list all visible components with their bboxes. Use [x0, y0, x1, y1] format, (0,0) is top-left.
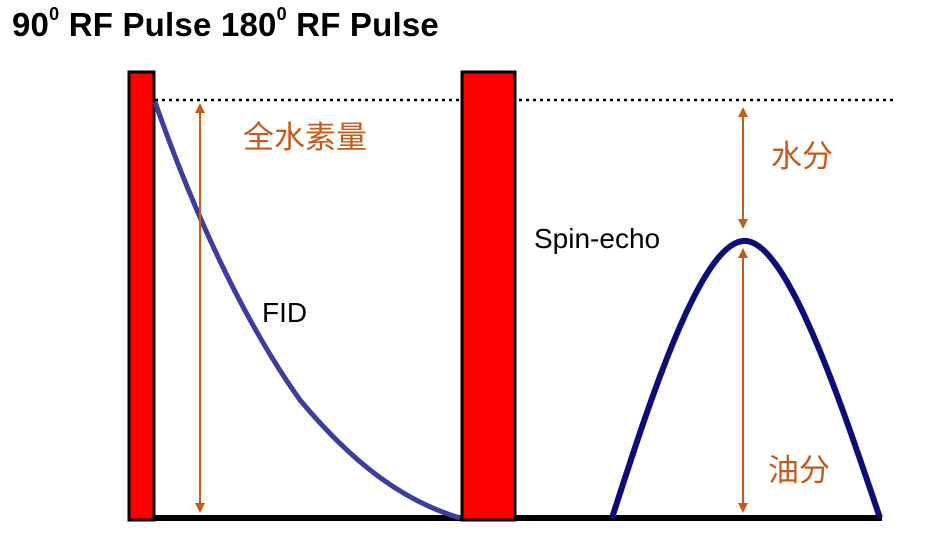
pulse-180-text: RF Pulse	[296, 6, 439, 43]
rf-pulse-180	[460, 70, 517, 522]
pulse-180-number: 180	[220, 6, 277, 43]
total-hydrogen-label: 全水素量	[243, 120, 367, 156]
spin-echo-label: Spin-echo	[534, 223, 661, 254]
diagram-title: 900 RF Pulse 1800 RF Pulse	[12, 4, 439, 44]
pulse-180-degree: 0	[276, 4, 287, 24]
oil-label: 油分	[768, 453, 830, 489]
pulse-90-text: RF Pulse	[68, 6, 212, 43]
fid-curve	[152, 101, 461, 521]
spin-echo-curve	[609, 238, 883, 519]
pulse-90-number: 90	[12, 6, 50, 43]
fid-label: FID	[262, 297, 308, 328]
pulse-90-degree: 0	[49, 4, 60, 24]
water-label: 水分	[771, 139, 833, 175]
rf-pulse-90	[127, 70, 156, 522]
